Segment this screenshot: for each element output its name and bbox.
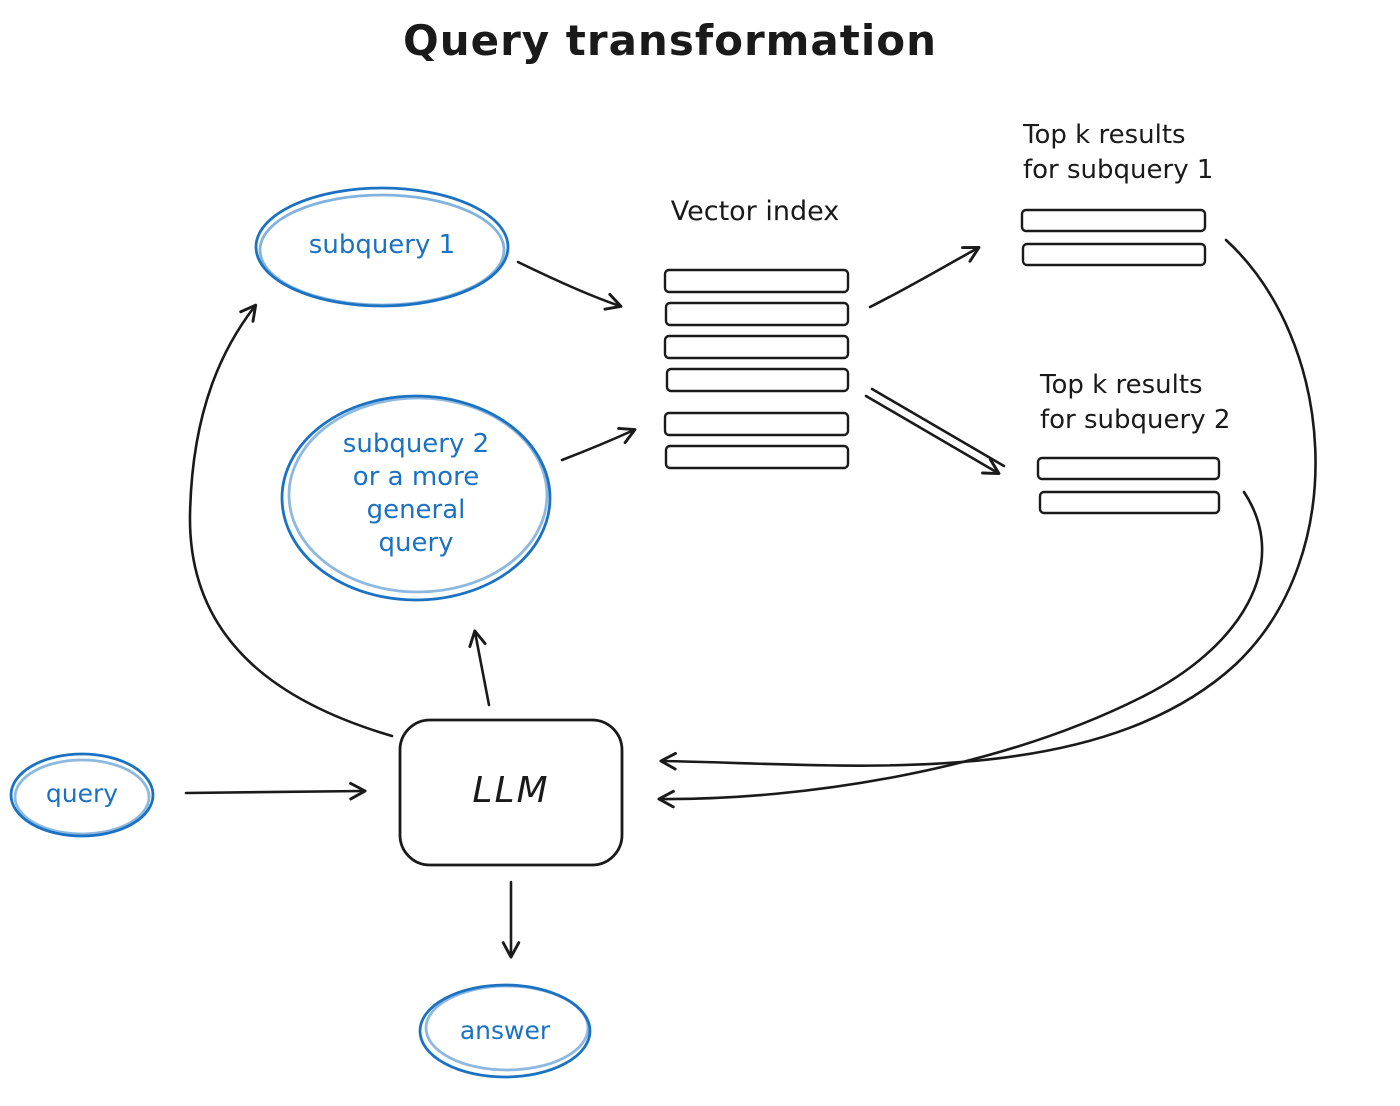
answer-label: answer: [459, 1016, 551, 1045]
query-label: query: [45, 779, 119, 808]
topk1-label-line1: Top k results: [1023, 120, 1186, 150]
topk1-result-bar: [1020, 208, 1207, 233]
arrow-vector-index-to-topk1: [868, 246, 981, 309]
vector-index-bar: [663, 268, 850, 294]
arrow-llm-to-subquery1: [188, 303, 394, 738]
topk2-result-bar: [1038, 490, 1221, 515]
topk2-label-line2: for subquery 2: [1040, 405, 1231, 435]
arrow-vector-index-to-topk2: [864, 394, 1001, 476]
llm-label: LLM: [472, 770, 550, 811]
subquery-1-label: subquery 1: [308, 230, 456, 260]
subquery-2-ellipse-overdraw: [287, 396, 549, 594]
subquery-2-label: subquery 2 or a more general query: [296, 428, 536, 560]
subquery-2-label-line4: query: [378, 528, 454, 558]
vector-index-bar: [663, 411, 850, 437]
subquery-2-label-line2: or a more: [352, 462, 480, 492]
arrow-topk1-to-llm: [659, 238, 1317, 771]
arrow-vector-index-to-topk2-overdraw: [870, 387, 1006, 468]
arrow-llm-to-subquery2: [468, 629, 491, 707]
arrow-topk2-to-llm: [657, 490, 1264, 809]
topk2-label: Top k results for subquery 2: [1040, 368, 1230, 438]
vector-index-bar: [665, 367, 850, 393]
subquery-2-label-line3: general: [366, 495, 466, 525]
vector-index-bar: [664, 444, 850, 470]
topk2-result-bar: [1036, 456, 1221, 481]
query-ellipse-overdraw: [13, 758, 151, 836]
query-ellipse: [9, 752, 155, 838]
subquery-1-ellipse-overdraw: [258, 193, 506, 307]
arrow-subquery1-to-vector-index: [516, 260, 623, 311]
topk1-label: Top k results for subquery 1: [1023, 118, 1213, 188]
topk1-result-bar: [1021, 242, 1207, 267]
arrow-query-to-llm: [184, 781, 367, 801]
subquery-2-ellipse: [280, 394, 552, 602]
arrow-subquery2-to-vector-index: [560, 426, 637, 462]
llm-box: [398, 718, 624, 867]
topk2-label-line1: Top k results: [1040, 370, 1203, 400]
answer-ellipse-overdraw: [424, 984, 590, 1072]
subquery-2-label-line1: subquery 2: [342, 429, 490, 459]
vector-index-bar: [664, 301, 850, 327]
diagram-title: Query transformation: [402, 16, 937, 65]
topk1-label-line2: for subquery 1: [1023, 155, 1214, 185]
vector-index-label: Vector index: [670, 196, 840, 227]
vector-index-bar: [663, 334, 850, 360]
